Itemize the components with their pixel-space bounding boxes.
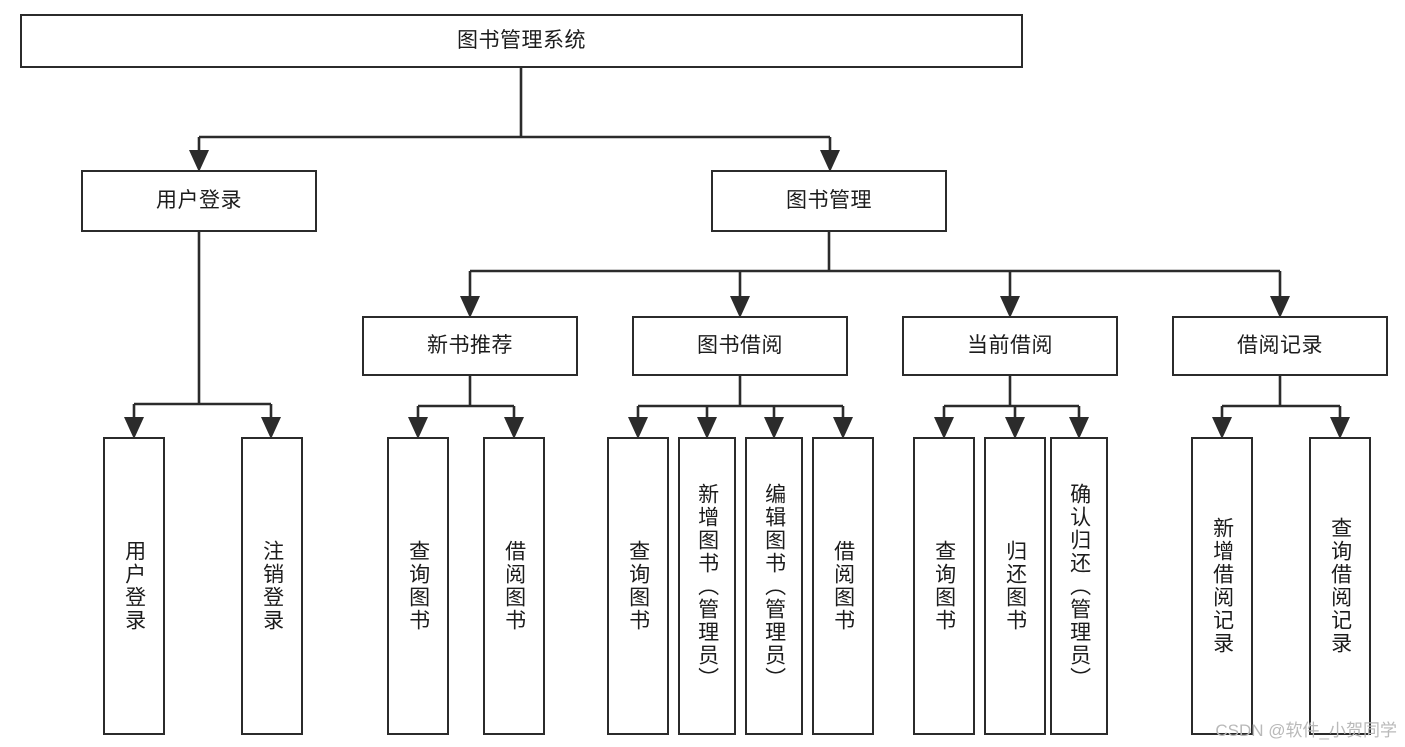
node-leaf-logout[interactable]: 注销登录 [241,437,303,735]
node-leaf-borrow-book-2[interactable]: 借阅图书 [812,437,874,735]
node-borrow-record[interactable]: 借阅记录 [1172,316,1388,376]
node-root-label: 图书管理系统 [457,28,586,52]
node-current-borrow-label: 当前借阅 [967,333,1053,357]
arrowhead-leaf-query-borrow-record [1330,417,1350,439]
node-book-management-label: 图书管理 [786,188,872,212]
node-leaf-edit-book[interactable]: 编辑图书（管理员） [745,437,803,735]
arrowhead-leaf-query-book-1 [408,417,428,439]
node-root[interactable]: 图书管理系统 [20,14,1023,68]
node-leaf-query-book-2[interactable]: 查询图书 [607,437,669,735]
node-leaf-edit-book-label: 编辑图书（管理员） [762,482,786,690]
node-leaf-add-book-label: 新增图书（管理员） [695,482,719,690]
node-leaf-borrow-book-2-label: 借阅图书 [831,540,855,632]
node-book-borrow-label: 图书借阅 [697,333,783,357]
node-leaf-add-borrow-record[interactable]: 新增借阅记录 [1191,437,1253,735]
node-leaf-confirm-return-label: 确认归还（管理员） [1067,482,1091,690]
node-leaf-query-book-1[interactable]: 查询图书 [387,437,449,735]
node-leaf-borrow-book-1-label: 借阅图书 [502,540,526,632]
arrowhead-borrow-record [1270,296,1290,318]
arrowhead-leaf-user-login [124,417,144,439]
node-leaf-return-book[interactable]: 归还图书 [984,437,1046,735]
arrowhead-leaf-query-book-3 [934,417,954,439]
arrowhead-leaf-confirm-return [1069,417,1089,439]
node-leaf-add-book[interactable]: 新增图书（管理员） [678,437,736,735]
node-leaf-query-borrow-record[interactable]: 查询借阅记录 [1309,437,1371,735]
node-leaf-add-borrow-record-label: 新增借阅记录 [1210,517,1234,655]
arrowhead-leaf-edit-book [764,417,784,439]
arrowhead-leaf-add-book [697,417,717,439]
arrowhead-leaf-logout [261,417,281,439]
node-leaf-query-book-3-label: 查询图书 [932,540,956,632]
arrowhead-leaf-borrow-book-2 [833,417,853,439]
node-user-login[interactable]: 用户登录 [81,170,317,232]
node-book-borrow[interactable]: 图书借阅 [632,316,848,376]
node-leaf-query-borrow-record-label: 查询借阅记录 [1328,517,1352,655]
node-leaf-user-login-label: 用户登录 [122,540,146,632]
node-borrow-record-label: 借阅记录 [1237,333,1323,357]
node-leaf-borrow-book-1[interactable]: 借阅图书 [483,437,545,735]
arrowhead-leaf-borrow-book-1 [504,417,524,439]
arrowhead-current-borrow [1000,296,1020,318]
node-leaf-logout-label: 注销登录 [260,540,284,632]
node-leaf-confirm-return[interactable]: 确认归还（管理员） [1050,437,1108,735]
node-leaf-query-book-1-label: 查询图书 [406,540,430,632]
arrowhead-leaf-query-book-2 [628,417,648,439]
watermark: CSDN @软件_小贺同学 [1215,721,1397,740]
node-leaf-query-book-2-label: 查询图书 [626,540,650,632]
node-leaf-return-book-label: 归还图书 [1003,540,1027,632]
node-new-book-recommend-label: 新书推荐 [427,333,513,357]
node-book-management[interactable]: 图书管理 [711,170,947,232]
node-user-login-label: 用户登录 [156,188,242,212]
node-current-borrow[interactable]: 当前借阅 [902,316,1118,376]
arrowhead-leaf-return-book [1005,417,1025,439]
arrowhead-recommend [460,296,480,318]
arrowhead-leaf-add-borrow-record [1212,417,1232,439]
node-new-book-recommend[interactable]: 新书推荐 [362,316,578,376]
arrowhead-book-management [820,150,840,172]
arrowhead-user-login [189,150,209,172]
node-leaf-query-book-3[interactable]: 查询图书 [913,437,975,735]
node-leaf-user-login[interactable]: 用户登录 [103,437,165,735]
arrowhead-book-borrow [730,296,750,318]
